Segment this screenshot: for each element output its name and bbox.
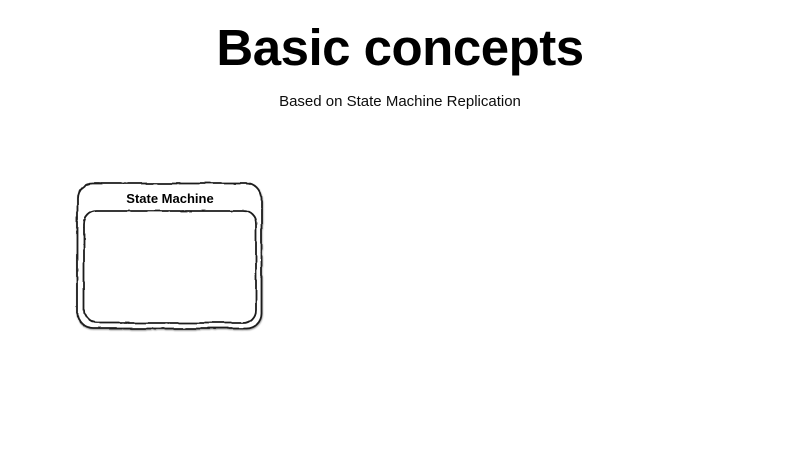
slide-title: Basic concepts <box>216 19 584 76</box>
state-machine-diagram: State Machine <box>76 182 263 330</box>
state-machine-inner-box <box>83 210 257 324</box>
slide-subtitle: Based on State Machine Replication <box>279 93 521 110</box>
state-machine-label: State Machine <box>126 191 213 206</box>
state-machine-box-group <box>76 182 263 330</box>
